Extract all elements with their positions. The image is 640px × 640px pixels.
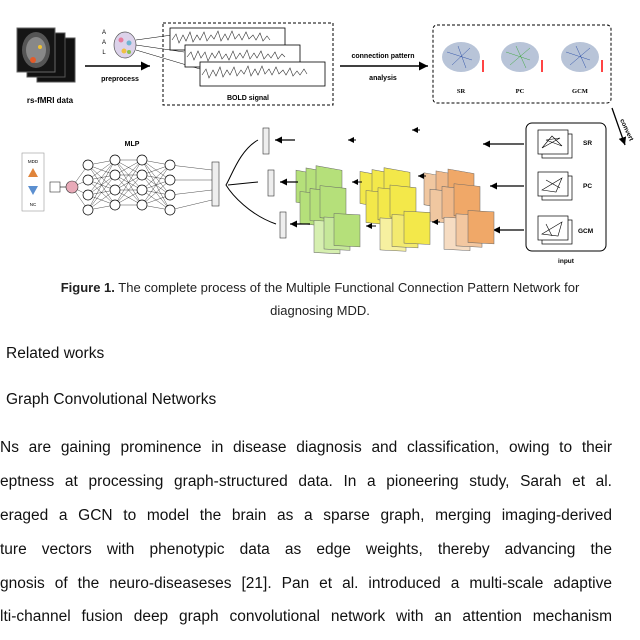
- brain-label-gcm: GCM: [572, 88, 588, 95]
- atlas-letter-2: A: [102, 40, 106, 46]
- mlp-label: MLP: [125, 141, 140, 148]
- paragraph-line: ture vectors with phenotypic data as edg…: [0, 541, 612, 558]
- output-box: [49, 181, 61, 193]
- connection-label-2: analysis: [369, 75, 397, 82]
- output-node: [65, 180, 79, 194]
- brain-network-gcm: [561, 42, 603, 72]
- atlas-brain: [113, 31, 137, 59]
- fmri-scan-stack: [16, 27, 76, 83]
- input-label-gcm: GCM: [578, 228, 593, 235]
- input-panel-box: [525, 122, 607, 252]
- output-label-mdd: MDD: [28, 159, 39, 164]
- subsection-heading: Graph Convolutional Networks: [6, 391, 217, 408]
- brain-label-pc: PC: [516, 88, 525, 95]
- brain-network-sr: [442, 42, 484, 72]
- input-label: input: [558, 258, 575, 265]
- mdd-triangle-icon: [28, 168, 38, 177]
- input-label-pc: PC: [583, 183, 592, 190]
- figure-caption-line-2: diagnosing MDD.: [270, 303, 370, 318]
- connection-label-1: connection pattern: [351, 53, 414, 60]
- conv-stack-row-2: [299, 183, 481, 227]
- input-label-sr: SR: [583, 140, 592, 147]
- conv-stack-row-3: [313, 210, 495, 255]
- paragraph-line: lti-channel fusion deep graph convolutio…: [0, 608, 612, 625]
- mlp-network: [71, 159, 213, 211]
- bold-signal-label: BOLD signal: [227, 95, 269, 102]
- output-label-nc: NC: [30, 202, 37, 207]
- brain-network-pc: [501, 42, 543, 72]
- fmri-data-label: rs-fMRI data: [27, 96, 74, 105]
- figure-caption-line-1: Figure 1. The complete process of the Mu…: [20, 276, 620, 299]
- feature-vectors: [262, 127, 287, 239]
- brain-networks-box: [432, 24, 612, 104]
- atlas-letter-3: L: [102, 50, 106, 56]
- bold-signal-traces: [169, 27, 326, 87]
- section-heading: Related works: [6, 345, 105, 362]
- figure-caption-text: The complete process of the Multiple Fun…: [118, 280, 580, 295]
- brain-label-sr: SR: [457, 88, 466, 95]
- paragraph-line: gnosis of the neuro-diseaseses [21]. Pan…: [0, 575, 612, 592]
- concat-vector: [211, 161, 220, 207]
- convert-arrow: [611, 107, 627, 146]
- paragraph-line: eptness at processing graph-structured d…: [0, 473, 612, 490]
- nc-triangle-icon: [28, 186, 38, 195]
- figure-caption-label: Figure 1.: [60, 280, 115, 295]
- input-graph-sr: [537, 129, 573, 159]
- mlp-neurons: [82, 154, 176, 216]
- convert-label: convert: [618, 118, 635, 143]
- paragraph-line: eraged a GCN to model the brain as a spa…: [0, 507, 612, 524]
- output-legend-box: [21, 152, 45, 212]
- paragraph-line: Ns are gaining prominence in disease dia…: [0, 439, 612, 456]
- input-graph-pc: [537, 171, 573, 201]
- pipeline-figure: rs-fMRI data preprocess A A L BOLD signa…: [16, 22, 635, 265]
- input-graph-gcm: [537, 215, 573, 245]
- bold-signal-box: [162, 22, 334, 106]
- atlas-letter-1: A: [102, 30, 106, 36]
- preprocess-label: preprocess: [101, 76, 139, 83]
